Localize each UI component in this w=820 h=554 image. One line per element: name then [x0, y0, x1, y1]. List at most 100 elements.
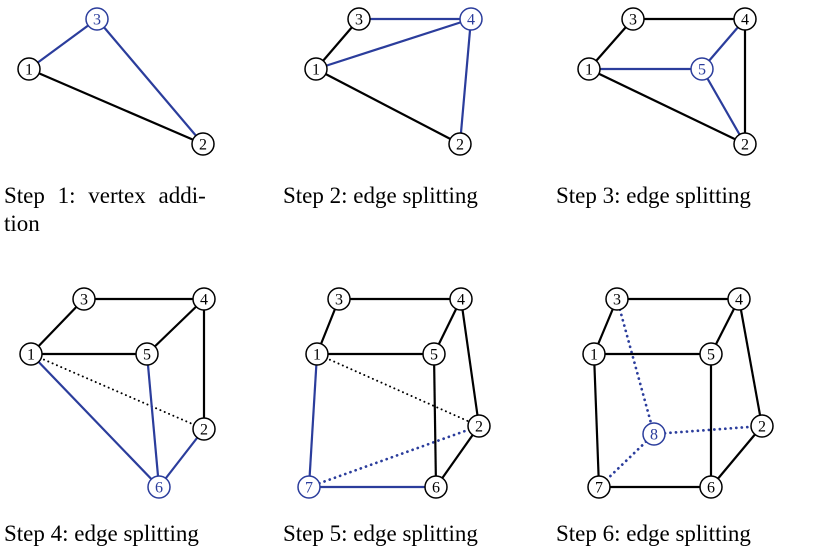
vertex-circle — [424, 475, 448, 499]
vertex-circle — [192, 417, 216, 441]
edge-1-2 — [315, 68, 461, 145]
edge-5-2 — [701, 68, 746, 145]
vertex-2: 2 — [467, 414, 491, 438]
vertex-7: 7 — [297, 475, 321, 499]
vertex-label: 1 — [25, 62, 33, 79]
vertex-6: 6 — [699, 475, 723, 499]
vertex-label: 3 — [355, 12, 363, 29]
caption-step-2: Step 2: edge splitting — [283, 183, 478, 208]
vertex-label: 5 — [707, 347, 715, 364]
vertex-2: 2 — [750, 414, 774, 438]
graph-step-2: 1 2 3 4 — [304, 7, 483, 156]
graph-step-4: 1 2 3 4 5 6 — [19, 287, 216, 499]
graph-step-1: 1 2 3 — [17, 7, 215, 156]
edge-1-3 — [28, 18, 98, 70]
edge-6-2 — [435, 425, 480, 488]
vertex-circle — [422, 342, 446, 366]
vertex-label: 5 — [143, 347, 151, 364]
vertex-circle — [733, 132, 757, 156]
vertex-label: 4 — [467, 12, 475, 29]
vertex-circle — [690, 57, 714, 81]
panel-step-2: 1 2 3 4 Step 2: edge splitting — [283, 6, 533, 210]
edge-1-6 — [30, 353, 160, 488]
vertex-label: 2 — [200, 422, 208, 439]
vertex-2: 2 — [733, 132, 757, 156]
vertex-circle — [577, 57, 601, 81]
vertex-circle — [459, 7, 483, 31]
vertex-circle — [587, 475, 611, 499]
edge-1-2 — [28, 67, 204, 146]
vertex-circle — [297, 475, 321, 499]
vertex-label: 4 — [741, 12, 749, 29]
vertex-label: 3 — [80, 292, 88, 309]
vertex-label: 2 — [475, 419, 483, 436]
vertex-label: 2 — [741, 137, 749, 154]
edge-8-7 — [597, 432, 656, 489]
vertex-2: 2 — [448, 132, 472, 156]
vertex-circle — [449, 287, 473, 311]
vertex-circle — [19, 342, 43, 366]
vertex-label: 5 — [698, 62, 706, 79]
vertex-circle — [605, 287, 629, 311]
vertex-8: 8 — [642, 422, 666, 446]
vertex-circle — [305, 342, 329, 366]
vertex-circle — [699, 475, 723, 499]
vertex-3: 3 — [85, 7, 109, 31]
vertex-5: 5 — [422, 342, 446, 366]
vertex-circle — [642, 422, 666, 446]
vertex-circle — [750, 414, 774, 438]
vertex-4: 4 — [733, 7, 757, 31]
vertex-label: 1 — [313, 347, 321, 364]
vertex-label: 2 — [456, 137, 464, 154]
vertex-circle — [347, 7, 371, 31]
vertex-1: 1 — [19, 342, 43, 366]
edge-5-4 — [146, 298, 205, 355]
vertex-label: 5 — [430, 347, 438, 364]
edge-3-8 — [615, 297, 656, 436]
vertex-4: 4 — [449, 287, 473, 311]
vertex-label: 7 — [595, 480, 603, 497]
vertex-circle — [467, 414, 491, 438]
vertex-3: 3 — [621, 7, 645, 31]
edge-3-2 — [96, 18, 204, 145]
vertex-label: 1 — [312, 62, 320, 79]
vertex-circle — [304, 57, 328, 81]
vertex-label: 4 — [200, 292, 208, 309]
vertex-1: 1 — [577, 57, 601, 81]
vertex-label: 8 — [650, 427, 658, 444]
vertex-circle — [147, 475, 171, 499]
vertex-circle — [727, 287, 751, 311]
vertex-circle — [582, 342, 606, 366]
vertex-label: 3 — [335, 292, 343, 309]
edge-1-7 — [307, 353, 319, 488]
edge-1-2 — [588, 68, 746, 145]
edge-4-2 — [458, 18, 473, 145]
edge-6-2 — [710, 425, 763, 488]
vertex-1: 1 — [305, 342, 329, 366]
vertex-6: 6 — [147, 475, 171, 499]
vertex-label: 6 — [155, 480, 163, 497]
vertex-label: 6 — [707, 480, 715, 497]
vertex-circle — [327, 287, 351, 311]
edge-5-6 — [145, 353, 161, 488]
vertex-label: 2 — [199, 137, 207, 154]
vertex-1: 1 — [582, 342, 606, 366]
vertex-circle — [733, 7, 757, 31]
vertex-3: 3 — [347, 7, 371, 31]
vertex-circle — [192, 287, 216, 311]
caption-step-6: Step 6: edge splitting — [556, 521, 751, 546]
edge-7-2 — [307, 424, 481, 489]
vertex-2: 2 — [191, 132, 215, 156]
caption-step-1: Step 1: vertex addi- tion — [4, 183, 206, 237]
vertex-label: 7 — [305, 480, 313, 497]
caption-step-5: Step 5: edge splitting — [283, 521, 478, 546]
vertex-4: 4 — [727, 287, 751, 311]
vertex-5: 5 — [135, 342, 159, 366]
